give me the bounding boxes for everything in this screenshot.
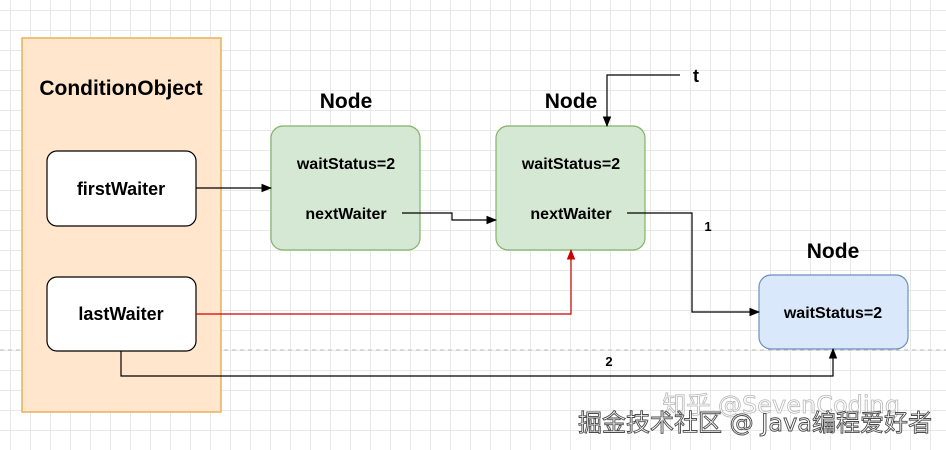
node-2: Node waitStatus=2 nextWaiter	[495, 90, 646, 251]
node-1: Node waitStatus=2 nextWaiter	[270, 90, 421, 251]
condition-object-title: ConditionObject	[39, 77, 202, 100]
watermark-secondary: 知乎 @SevenCoding	[662, 391, 900, 419]
edge-t-to-node-2	[602, 74, 680, 128]
edge-label-2: 2	[605, 354, 612, 369]
edge-last-waiter-to-node-2	[196, 248, 576, 315]
node-3-status: waitStatus=2	[783, 305, 882, 322]
edge-label-1: 1	[704, 219, 711, 234]
node-2-next-waiter: nextWaiter	[530, 206, 611, 223]
edge-last-waiter-to-node-3	[120, 347, 838, 377]
first-waiter-label: firstWaiter	[77, 179, 165, 199]
edge-label-t: t	[693, 66, 699, 86]
last-waiter-label: lastWaiter	[78, 304, 163, 324]
node-3-title: Node	[807, 240, 860, 263]
node-1-next-waiter: nextWaiter	[305, 206, 386, 223]
node-2-status: waitStatus=2	[521, 156, 620, 173]
node-3: Node waitStatus=2	[758, 240, 909, 350]
edge-node-1-next-to-node-2	[402, 212, 498, 225]
node-1-status: waitStatus=2	[296, 156, 395, 173]
edge-node-2-next-to-node-3	[627, 212, 761, 317]
condition-object-container: ConditionObject firstWaiter lastWaiter	[21, 37, 222, 413]
watermark-primary: 掘金技术社区 @ Java编程爱好者	[578, 409, 932, 437]
node-1-title: Node	[320, 90, 373, 113]
first-waiter-field: firstWaiter	[46, 150, 197, 227]
node-2-title: Node	[545, 90, 598, 113]
last-waiter-field: lastWaiter	[46, 276, 197, 352]
